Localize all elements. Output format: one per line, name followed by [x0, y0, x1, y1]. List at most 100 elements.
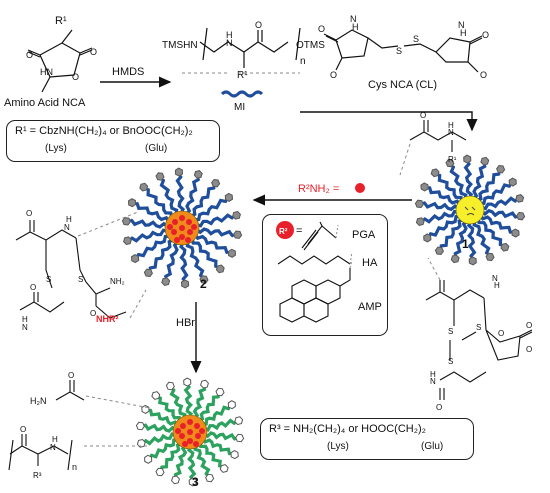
svg-text:O: O: [318, 24, 325, 34]
polymer-arm: [422, 201, 460, 212]
r3-definition-text: R³ = NH₂(CH₂)₄ or HOOC(CH₂)₂: [269, 423, 426, 435]
end-group-cap: [227, 400, 236, 410]
nh2-label: NH₂: [110, 277, 125, 286]
end-group-cap: [136, 438, 146, 448]
end-group-cap: [500, 242, 510, 252]
r3-substituent: R³: [33, 471, 42, 480]
end-group-cap: [141, 404, 150, 414]
compound-2-label: 2: [200, 277, 207, 291]
r2-definition-box: [262, 214, 388, 336]
functional-group-dot: [185, 237, 191, 243]
r3-definition-box: R³ = NH₂(CH₂)₄ or HOOC(CH₂)₂ (Lys) (Glu): [260, 418, 474, 460]
polymer-arm: [183, 385, 194, 419]
cys-nca-structure: [323, 29, 483, 73]
end-group-cap: [171, 475, 180, 485]
polymer-arm: [480, 208, 518, 219]
r2-symbol: R²: [279, 227, 288, 236]
end-group-cap: [155, 467, 165, 477]
polymer-arm: [149, 408, 179, 427]
functional-group-dot: [179, 433, 185, 439]
end-group-cap: [193, 170, 203, 179]
polymer-arm: [173, 444, 188, 477]
polymer-arm: [203, 418, 236, 432]
svg-text:O: O: [72, 72, 79, 82]
end-group-cap: [496, 164, 506, 174]
svg-text:H: H: [448, 121, 454, 130]
cys-arrow: [300, 111, 478, 132]
polymer-arm: [144, 432, 177, 446]
end-group-cap: [161, 277, 171, 286]
functional-group-dot: [175, 428, 181, 434]
polymer-arm: [193, 233, 229, 254]
end-group-cap: [199, 275, 209, 284]
svg-text:N: N: [64, 223, 70, 232]
end-group-cap: [227, 248, 237, 258]
polymer-arm: [185, 240, 205, 278]
svg-text:R¹: R¹: [448, 155, 457, 164]
svg-text:H: H: [430, 370, 436, 379]
svg-text:N: N: [22, 323, 28, 332]
end-group-cap: [430, 168, 440, 178]
polymer-arm: [130, 228, 169, 243]
polymer-arm: [160, 442, 183, 469]
svg-text:O: O: [90, 309, 96, 318]
functional-group-dot: [187, 429, 193, 435]
star1-crosslink-structure: [425, 280, 533, 400]
end-group-cap: [445, 158, 455, 168]
end-group-cap: [123, 236, 132, 246]
tms-left-label: TMSHN: [162, 40, 198, 51]
end-group-cap: [215, 264, 225, 274]
pga-label: PGA: [352, 229, 376, 241]
svg-text:O: O: [68, 371, 74, 380]
svg-text:n: n: [72, 462, 77, 472]
polymer-arm: [479, 213, 512, 234]
end-group-cap: [511, 228, 520, 238]
svg-text:O: O: [526, 345, 532, 354]
polymer-arm: [195, 213, 234, 228]
r3-lys-label: (Lys): [327, 441, 349, 452]
polymer-arm: [136, 234, 171, 258]
svg-text:S: S: [476, 323, 481, 332]
functional-group-dot: [182, 441, 188, 447]
end-group-cap: [468, 256, 477, 266]
end-group-cap: [224, 192, 234, 202]
polymer-arm: [439, 218, 465, 248]
r1-substituent: R¹: [55, 15, 67, 27]
end-group-cap: [230, 450, 239, 460]
ha-label: HA: [362, 257, 378, 269]
polymer-arm: [189, 186, 216, 218]
svg-text:S: S: [78, 275, 83, 284]
end-group-cap: [144, 454, 153, 464]
end-group-cap: [450, 254, 460, 264]
functional-group-dot: [186, 219, 192, 225]
end-group-cap: [211, 178, 221, 188]
svg-text:N: N: [226, 38, 233, 48]
r1-lys-label: (Lys): [45, 143, 67, 154]
amino-acid-nca-structure: [27, 29, 93, 93]
polymer-arm: [148, 238, 175, 270]
polymer-arm: [453, 219, 469, 256]
end-group-cap: [155, 172, 165, 181]
polymer-arm: [169, 388, 187, 420]
h2n-label: H₂N: [30, 396, 47, 406]
end-group-cap: [215, 387, 225, 397]
repeat-n: n: [300, 56, 306, 67]
end-group-cap: [516, 211, 526, 221]
r3-glu-label: (Glu): [421, 441, 444, 452]
functional-group-dot: [193, 441, 199, 447]
functional-group-dot: [171, 229, 177, 235]
end-group-cap: [423, 233, 432, 243]
mi-chain-glyph: [220, 90, 264, 98]
svg-text:H: H: [460, 28, 467, 38]
polymer-arm: [423, 209, 460, 224]
polymer-arm: [475, 172, 501, 202]
svg-text:H: H: [226, 30, 233, 40]
star-polymer-3: [135, 377, 245, 487]
functional-group-dot: [179, 234, 185, 240]
polymer-arm: [186, 445, 197, 479]
red-dot-legend: [355, 183, 365, 193]
polymer-arm: [164, 240, 180, 278]
end-group-cap: [485, 252, 495, 262]
functional-group-dot: [179, 215, 185, 221]
compound-3-label: 3: [192, 475, 199, 489]
